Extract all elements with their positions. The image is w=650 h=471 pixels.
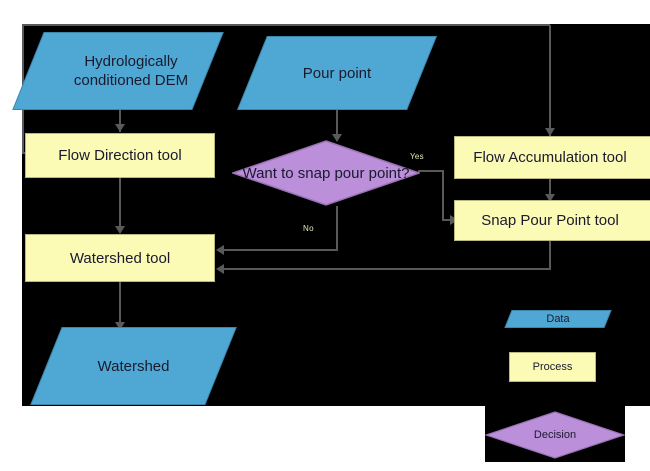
node-label: Want to snap pour point? bbox=[242, 164, 410, 182]
edge-label-yes: Yes bbox=[410, 152, 424, 161]
edge-label-no: No bbox=[303, 224, 314, 233]
connector-pour-point-to-decision bbox=[336, 110, 338, 140]
connector-no-horizontal bbox=[222, 249, 338, 251]
legend-label: Process bbox=[532, 361, 573, 373]
node-label: Pour point bbox=[302, 64, 372, 82]
node-watershed-output-clip: Watershed bbox=[22, 326, 250, 406]
decision-diamond-icon bbox=[485, 411, 625, 459]
node-watershed-output[interactable]: Watershed bbox=[30, 327, 237, 405]
legend-label: Data bbox=[546, 313, 570, 325]
connector-no-vertical bbox=[336, 206, 338, 251]
node-want-to-snap-pour-point[interactable]: Want to snap pour point? bbox=[232, 140, 420, 206]
connector-flow-accumulation-to-snap bbox=[549, 179, 551, 201]
node-label: Watershed tool bbox=[69, 249, 171, 267]
arrowhead-watershed-tool-right-lower bbox=[216, 264, 224, 274]
node-snap-pour-point-tool[interactable]: Snap Pour Point tool bbox=[454, 200, 650, 241]
arrowhead-flow-direction-top bbox=[115, 124, 125, 132]
connector-yes-horizontal bbox=[418, 170, 444, 172]
arrowhead-watershed-tool-top bbox=[115, 226, 125, 234]
node-hydro-conditioned-dem[interactable]: Hydrologically conditioned DEM bbox=[12, 32, 224, 110]
connector-yes-vertical bbox=[442, 170, 444, 220]
legend-item-decision: Decision bbox=[485, 411, 625, 459]
arrowhead-flow-accumulation-top bbox=[545, 128, 555, 136]
connector-flow-direction-to-watershed-tool bbox=[119, 178, 121, 230]
node-label: Flow Accumulation tool bbox=[473, 149, 627, 166]
node-flow-accumulation-tool[interactable]: Flow Accumulation tool bbox=[454, 136, 650, 179]
arrowhead-snap-pour-point-top bbox=[545, 194, 555, 202]
legend-item-process: Process bbox=[509, 352, 596, 382]
node-label: Hydrologically conditioned DEM bbox=[73, 53, 189, 89]
arrowhead-watershed-output-top bbox=[115, 322, 125, 330]
legend-item-data: Data bbox=[504, 310, 612, 328]
arrowhead-decision-top bbox=[332, 134, 342, 142]
connector-yes-into-snap bbox=[442, 219, 454, 221]
connector-dem-to-flow-direction bbox=[119, 110, 121, 132]
connector-watershed-tool-to-output bbox=[119, 282, 121, 326]
node-label: Watershed bbox=[97, 357, 170, 375]
node-label: Snap Pour Point tool bbox=[481, 212, 619, 229]
connector-snap-to-watershed-vertical bbox=[549, 241, 551, 270]
node-label: Flow Direction tool bbox=[58, 147, 182, 164]
node-watershed-tool[interactable]: Watershed tool bbox=[25, 234, 215, 282]
connector-snap-to-watershed-horizontal bbox=[222, 268, 551, 270]
connector-dem-to-flow-accumulation-vertical bbox=[549, 25, 551, 137]
arrowhead-watershed-tool-right-upper bbox=[216, 245, 224, 255]
legend-label: Decision bbox=[533, 429, 577, 441]
node-pour-point[interactable]: Pour point bbox=[237, 36, 437, 110]
decision-diamond-icon bbox=[232, 140, 420, 206]
panel-border-top bbox=[22, 24, 550, 26]
node-flow-direction-tool[interactable]: Flow Direction tool bbox=[25, 133, 215, 178]
